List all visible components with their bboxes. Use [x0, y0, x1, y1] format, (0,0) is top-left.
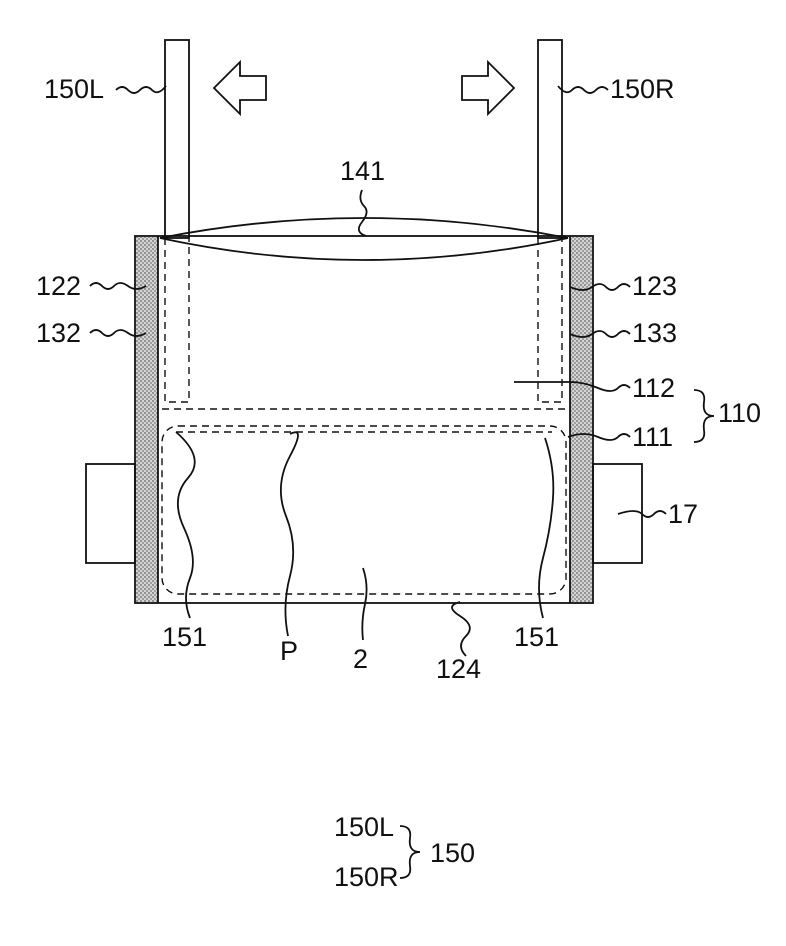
label-150R: 150R [610, 74, 675, 104]
left-arrow-icon [214, 62, 266, 114]
heater-right [593, 464, 642, 563]
label-141: 141 [340, 156, 385, 186]
label-2: 2 [353, 644, 368, 674]
heater-left [86, 464, 135, 563]
label-111: 111 [632, 422, 673, 452]
wall-right [570, 237, 592, 602]
label-17: 17 [668, 499, 698, 529]
top-film [160, 218, 568, 260]
label-124: 124 [436, 654, 481, 684]
right-arrow-icon [462, 62, 514, 114]
label-110: 110 [718, 398, 761, 428]
container-box [135, 236, 593, 603]
label-133: 133 [632, 318, 677, 348]
label-123: 123 [632, 271, 677, 301]
label-151-left: 151 [162, 622, 207, 652]
arm-right [538, 40, 562, 238]
legend-150L: 150L [334, 812, 394, 842]
label-132: 132 [36, 318, 81, 348]
label-122: 122 [36, 271, 81, 301]
brace-110 [694, 390, 714, 442]
label-151-right: 151 [514, 622, 559, 652]
arm-left [165, 40, 189, 238]
label-150L: 150L [44, 74, 104, 104]
legend-150R: 150R [334, 862, 399, 892]
label-p: P [280, 636, 298, 666]
legend-150: 150 [430, 838, 475, 868]
label-112: 112 [632, 373, 675, 403]
brace-150 [400, 826, 420, 878]
wall-left [136, 237, 158, 602]
